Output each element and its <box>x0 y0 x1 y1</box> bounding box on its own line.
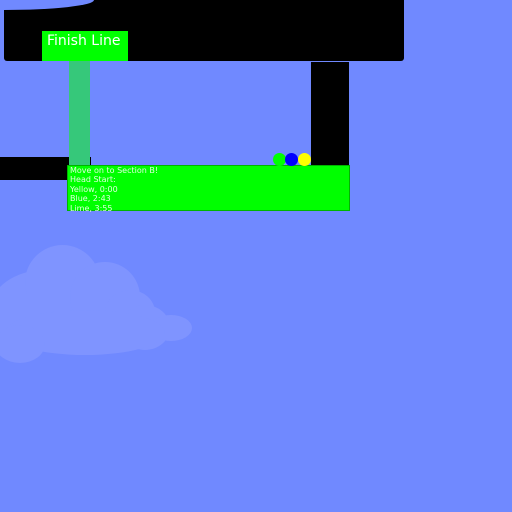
green-platform <box>67 165 350 211</box>
blue-ball <box>285 153 298 166</box>
finish-line-banner: Finish Line <box>42 31 128 61</box>
lime-time: Lime, 3:55 <box>70 203 113 213</box>
status-panel: Move on to Section B! Head Start: Yellow… <box>70 166 158 213</box>
finish-line-label: Finish Line <box>47 33 121 49</box>
status-message: Move on to Section B! <box>70 166 159 175</box>
head-start-label: Head Start: <box>70 175 116 185</box>
yellow-time: Yellow, 0:00 <box>70 184 118 194</box>
pillar-wall <box>311 62 349 166</box>
blue-time: Blue, 2:43 <box>70 194 111 204</box>
finish-post <box>69 61 90 166</box>
lime-ball <box>273 153 286 166</box>
yellow-ball <box>298 153 311 166</box>
